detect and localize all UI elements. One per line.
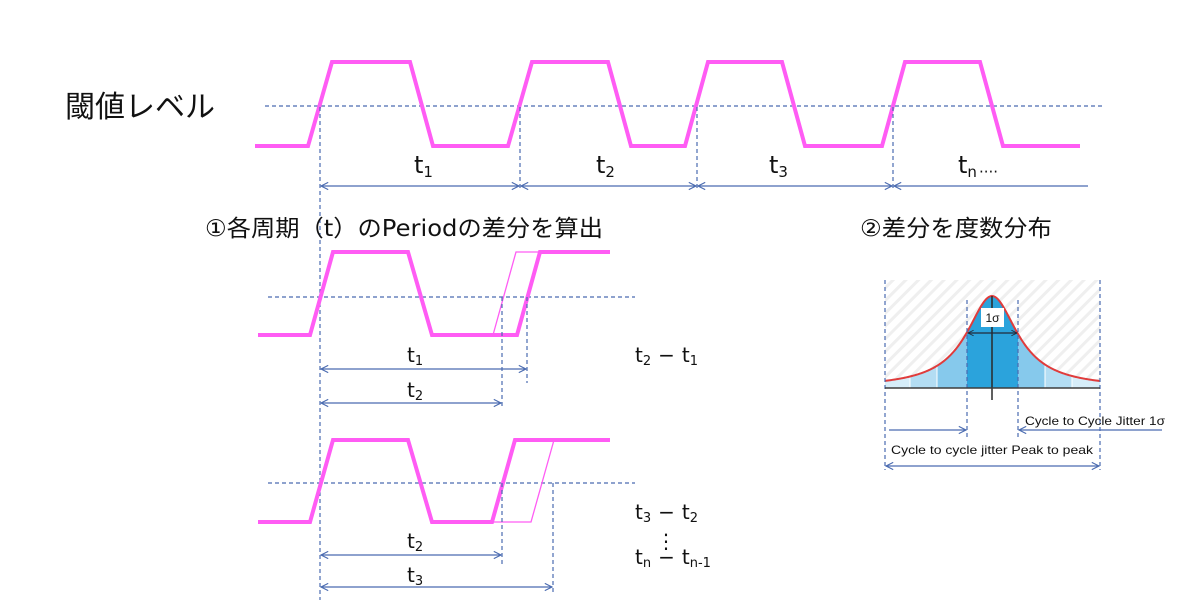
example-1-waveform	[258, 250, 610, 337]
example-2-group: t2 t3 t3−t2 ⋮ tn−tn-1	[258, 438, 711, 592]
period-base: t	[414, 151, 423, 179]
period-base: t	[769, 151, 778, 179]
sigma-label: 1σ	[985, 311, 1000, 325]
example-1-difference: t2−t1	[635, 343, 698, 369]
general-difference: tn−tn-1	[635, 545, 711, 571]
period-label-tn: tn····	[958, 151, 998, 181]
threshold-level-label: 閾値レベル	[65, 90, 215, 125]
period-subscript: n	[967, 163, 977, 181]
example-2-waveform	[258, 438, 610, 524]
minus-operator: −	[658, 545, 675, 569]
step2-heading: ②差分を度数分布	[860, 216, 1052, 242]
period-base: t	[407, 563, 415, 587]
example-2-difference: t3−t2	[635, 500, 698, 526]
period-subscript: 2	[415, 389, 423, 404]
subtrahend-subscript: 1	[690, 354, 698, 369]
example-1-previous-edge	[492, 251, 540, 336]
period-subscript: 3	[415, 574, 423, 589]
period-subscript: 1	[415, 354, 423, 369]
minuend-subscript: 2	[643, 354, 651, 369]
period-label-t3: t3	[769, 151, 788, 181]
period-label-t2: t2	[596, 151, 615, 181]
example-2-label-t3: t3	[407, 563, 423, 589]
top-clock-waveform	[255, 60, 1080, 148]
period-base: t	[958, 151, 967, 179]
c2c-jitter-1sigma-label: Cycle to Cycle Jitter 1σ	[1025, 414, 1166, 428]
subtrahend-subscript: n-1	[690, 556, 711, 571]
period-subscript: 1	[423, 163, 433, 181]
example-1-label-t1: t1	[407, 343, 423, 369]
period-label-t1: t1	[414, 151, 433, 181]
period-subscript: 3	[778, 163, 788, 181]
period-base: t	[407, 378, 415, 402]
minus-operator: −	[658, 500, 675, 524]
subtrahend-base: t	[682, 343, 690, 367]
period-subscript: 2	[415, 540, 423, 555]
c2c-jitter-peak-to-peak-label: Cycle to cycle jitter Peak to peak	[891, 443, 1094, 457]
minuend-base: t	[635, 500, 643, 524]
minuend-base: t	[635, 545, 643, 569]
top-waveform-group: t1 t2 t3 tn····	[255, 60, 1105, 600]
example-2-next-edge	[492, 439, 555, 523]
example-1-group: t1 t2 t2−t1	[258, 250, 698, 408]
period-subscript: 2	[605, 163, 615, 181]
minus-operator: −	[658, 343, 675, 367]
jitter-distribution-group: 1σ Cycle to Cycle Jitter 1σ Cycle to cyc…	[884, 280, 1166, 470]
example-1-label-t2: t2	[407, 378, 423, 404]
period-base: t	[596, 151, 605, 179]
period-base: t	[407, 343, 415, 367]
period-continuation-dots: ····	[979, 163, 998, 181]
example-2-label-t2: t2	[407, 529, 423, 555]
minuend-base: t	[635, 343, 643, 367]
minuend-subscript: 3	[643, 511, 651, 526]
subtrahend-base: t	[682, 500, 690, 524]
subtrahend-subscript: 2	[690, 511, 698, 526]
minuend-subscript: n	[643, 556, 651, 571]
vertical-ellipsis: ⋮	[656, 529, 676, 553]
sigma-label-box	[981, 308, 1004, 327]
step1-heading: ①各周期（t）のPeriodの差分を算出	[205, 216, 603, 242]
subtrahend-base: t	[682, 545, 690, 569]
period-base: t	[407, 529, 415, 553]
